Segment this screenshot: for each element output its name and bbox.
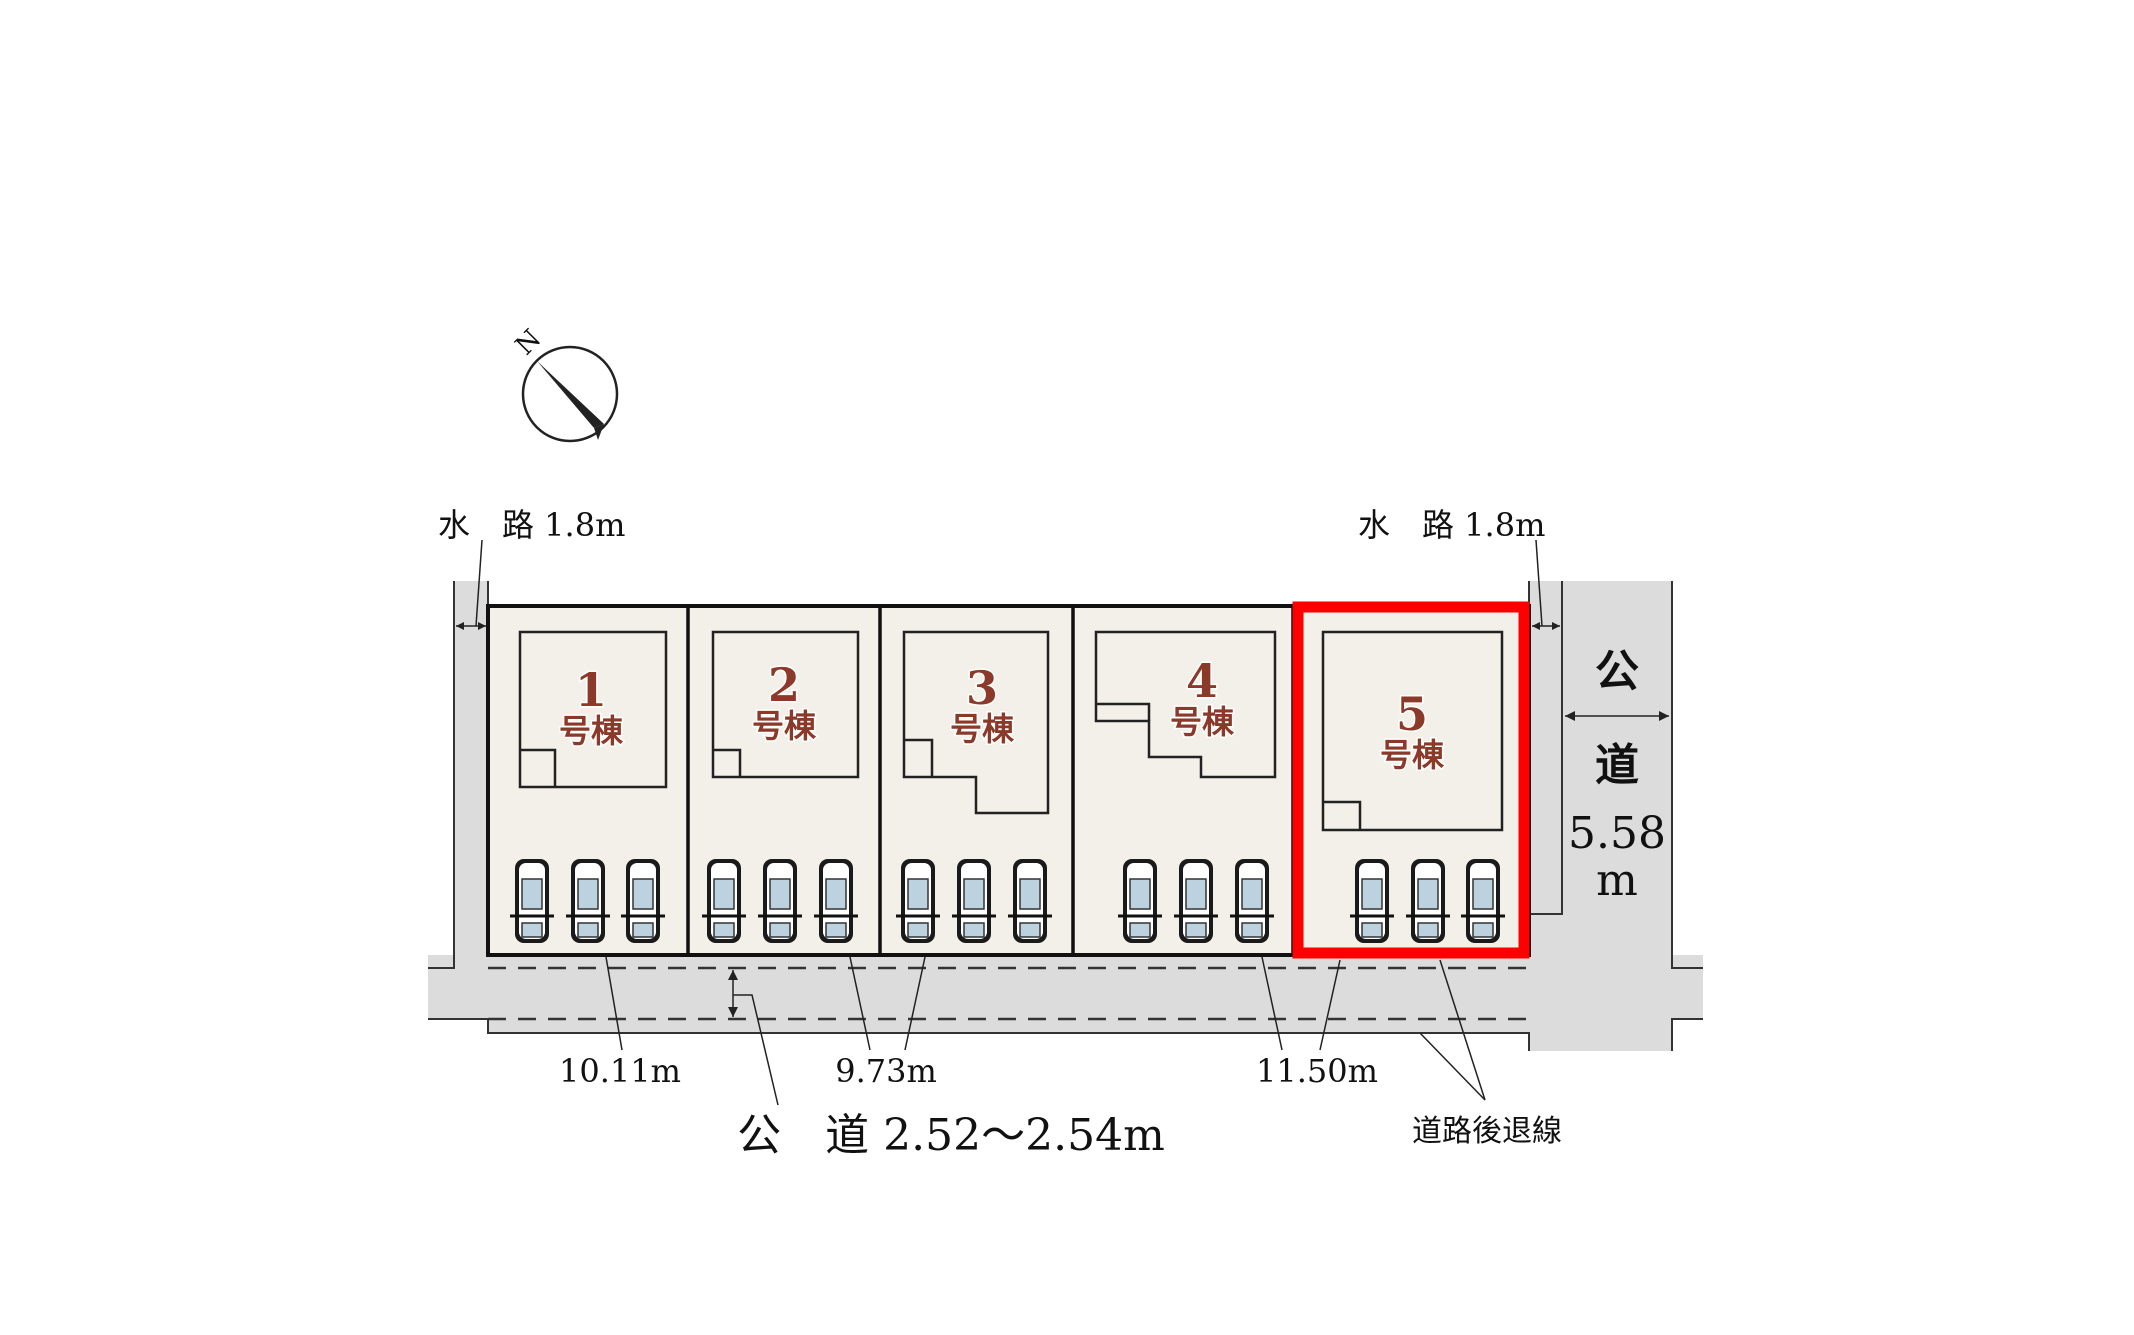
car-icon bbox=[1459, 857, 1507, 945]
lots: 1 号棟 2 号棟 3 号棟 4 号棟 5 号棟 bbox=[486, 601, 1531, 959]
house-4-outline bbox=[1094, 630, 1277, 779]
setback-line-label: 道路後退線 bbox=[1412, 1114, 1562, 1149]
house-2-outline bbox=[711, 630, 860, 779]
lot-2-number: 2 bbox=[768, 658, 800, 712]
side-road-char-2: 道 bbox=[1595, 740, 1639, 791]
car-icon bbox=[950, 857, 998, 945]
car-icon bbox=[894, 857, 942, 945]
car-icon bbox=[564, 857, 612, 945]
car-icon bbox=[1228, 857, 1276, 945]
lot-1-suffix: 号棟 bbox=[559, 712, 624, 750]
car-icon bbox=[1006, 857, 1054, 945]
lot-3-suffix: 号棟 bbox=[950, 710, 1015, 748]
car-icon bbox=[700, 857, 748, 945]
car-icon bbox=[812, 857, 860, 945]
lot-4-number: 4 bbox=[1186, 654, 1218, 708]
house-1-outline bbox=[518, 630, 668, 789]
lot-5-number: 5 bbox=[1396, 687, 1428, 741]
arrowheads bbox=[456, 622, 1669, 1017]
compass-icon: N bbox=[510, 324, 619, 443]
car-icon bbox=[756, 857, 804, 945]
frontage-lot-1: 10.11m bbox=[559, 1052, 681, 1090]
lot-1-number: 1 bbox=[575, 663, 607, 717]
waterway-right-label: 水 路 1.8m bbox=[1358, 506, 1545, 544]
side-road-unit: m bbox=[1596, 855, 1638, 906]
front-road-label: 公 道 2.52～2.54m bbox=[737, 1110, 1165, 1161]
side-road-width: 5.58 bbox=[1568, 808, 1666, 859]
house-5-outline bbox=[1321, 630, 1504, 832]
lot-3-number: 3 bbox=[966, 661, 998, 715]
waterway-left-label: 水 路 1.8m bbox=[438, 506, 625, 544]
house-3-outline bbox=[902, 630, 1050, 815]
car-icon bbox=[1116, 857, 1164, 945]
car-icon bbox=[1172, 857, 1220, 945]
frontage-lot-2-3: 9.73m bbox=[835, 1052, 937, 1090]
lot-5-suffix: 号棟 bbox=[1380, 736, 1445, 774]
car-icon bbox=[1404, 857, 1452, 945]
highlighted-lot-5-frame bbox=[1292, 601, 1530, 959]
frontage-lot-4-5: 11.50m bbox=[1256, 1052, 1378, 1090]
car-icon bbox=[619, 857, 667, 945]
lot-4-suffix: 号棟 bbox=[1170, 703, 1235, 741]
side-road-char-1: 公 bbox=[1595, 646, 1639, 697]
roads bbox=[428, 581, 1703, 1051]
car-icon bbox=[1348, 857, 1396, 945]
car-icon bbox=[508, 857, 556, 945]
lot-2-suffix: 号棟 bbox=[752, 707, 817, 745]
